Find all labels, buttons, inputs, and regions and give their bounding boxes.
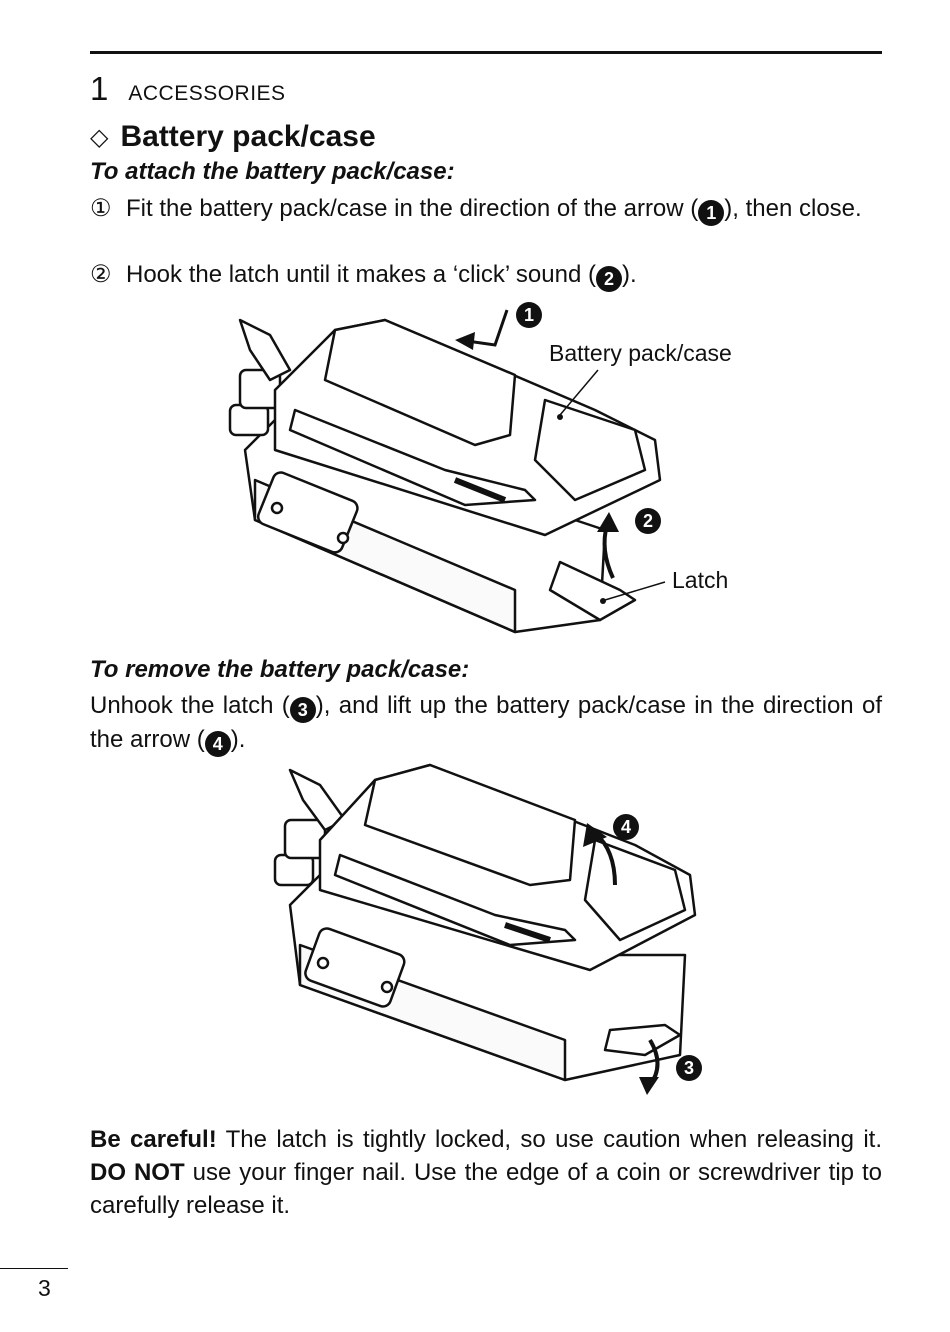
step-number: ② [90,261,112,288]
label-battery-pack: Battery pack/case [549,340,732,366]
attach-step-1: ① Fit the battery pack/case in the direc… [90,192,882,226]
badge-4-icon: 4 [204,731,231,757]
step-text: Hook the latch until it makes a ‘click’ … [126,258,637,292]
marker-1-icon: 1 [516,302,542,328]
attach-step-2: ② Hook the latch until it makes a ‘click… [90,258,882,292]
figure-remove-illustration [273,763,697,1095]
marker-3-icon: 3 [676,1055,702,1081]
chapter-number: 1 [90,70,109,107]
marker-4-icon: 4 [613,814,639,840]
page-rule [0,1268,68,1269]
chapter-title: ACCESSORIES [128,82,286,105]
badge-2-icon: 2 [595,266,622,292]
figure-attach-illustration [228,309,666,634]
step-text: Fit the battery pack/case in the directi… [126,192,862,226]
remove-instructions: Unhook the latch (3), and lift up the ba… [90,689,882,757]
attach-heading: To attach the battery pack/case: [90,158,455,185]
marker-2-icon: 2 [635,508,661,534]
top-rule [90,51,882,54]
page-number: 3 [38,1275,51,1301]
section-title: ◇ Battery pack/case [90,120,376,154]
caution-paragraph: Be careful! The latch is tightly locked,… [90,1126,883,1219]
caution-lead: Be careful! [90,1126,217,1153]
caution-emphasis: DO NOT [90,1159,185,1186]
section-title-text: Battery pack/case [120,120,376,153]
diamond-icon: ◇ [90,123,109,151]
step-number: ① [90,195,112,222]
badge-1-icon: 1 [698,200,725,226]
label-latch: Latch [672,567,729,593]
badge-3-icon: 3 [289,697,316,723]
chapter-header: 1 ACCESSORIES [90,70,286,108]
remove-heading: To remove the battery pack/case: [90,656,470,683]
